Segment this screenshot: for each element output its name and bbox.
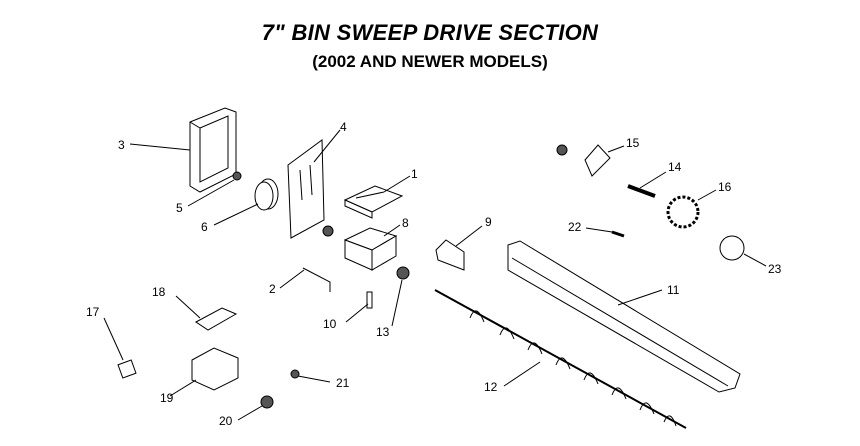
leader-lines [103, 129, 767, 421]
part-12-auger [434, 289, 687, 429]
part-4-bracket [287, 139, 325, 239]
callout-10: 10 [323, 317, 337, 331]
part-23-disc [719, 235, 745, 261]
callout-13: 13 [376, 325, 390, 339]
callout-4: 4 [340, 120, 347, 134]
callout-17: 17 [86, 305, 100, 319]
callout-18: 18 [152, 285, 166, 299]
callout-2: 2 [269, 282, 276, 296]
part-20-bearing [260, 395, 274, 409]
callout-1: 1 [411, 167, 418, 181]
part-5-bolt [232, 171, 242, 181]
part-1-mount [343, 185, 404, 219]
hex-nut-15 [556, 144, 568, 156]
part-21-spring [290, 369, 300, 379]
callout-3: 3 [118, 138, 125, 152]
callout-12: 12 [484, 380, 498, 394]
hex-nut [322, 225, 334, 237]
part-2-rod [302, 267, 331, 292]
part-13-sprocket [396, 266, 410, 280]
part-15-bracket [584, 144, 611, 177]
part-11-trough [507, 240, 741, 393]
part-3-frame [189, 107, 237, 193]
diagram-title: 7" BIN SWEEP DRIVE SECTION [261, 20, 599, 45]
part-17-flange [117, 359, 137, 379]
part-6-pulley [254, 178, 279, 211]
callout-11: 11 [667, 283, 680, 297]
callout-21: 21 [336, 376, 350, 390]
part-22-pin [611, 230, 625, 238]
part-9-bracket [435, 239, 465, 271]
diagram-subtitle: (2002 AND NEWER MODELS) [312, 52, 548, 71]
part-14-shaft [627, 184, 656, 198]
part-19-bracket [191, 347, 239, 391]
callout-15: 15 [626, 136, 640, 150]
callout-23: 23 [768, 262, 782, 276]
part-16-gear [666, 195, 700, 229]
part-8-housing [343, 227, 398, 271]
callout-6: 6 [201, 220, 208, 234]
callout-19: 19 [160, 391, 174, 405]
callout-9: 9 [485, 215, 492, 229]
part-18-plate [195, 307, 238, 331]
callout-22: 22 [568, 220, 582, 234]
callout-5: 5 [176, 201, 183, 215]
callout-8: 8 [402, 216, 409, 230]
callout-16: 16 [718, 180, 732, 194]
callout-14: 14 [668, 160, 682, 174]
part-10-clip [366, 291, 373, 309]
callout-20: 20 [219, 414, 233, 428]
callout-labels: 3 5 6 4 1 8 2 10 13 9 11 12 14 15 16 22 … [86, 120, 782, 428]
